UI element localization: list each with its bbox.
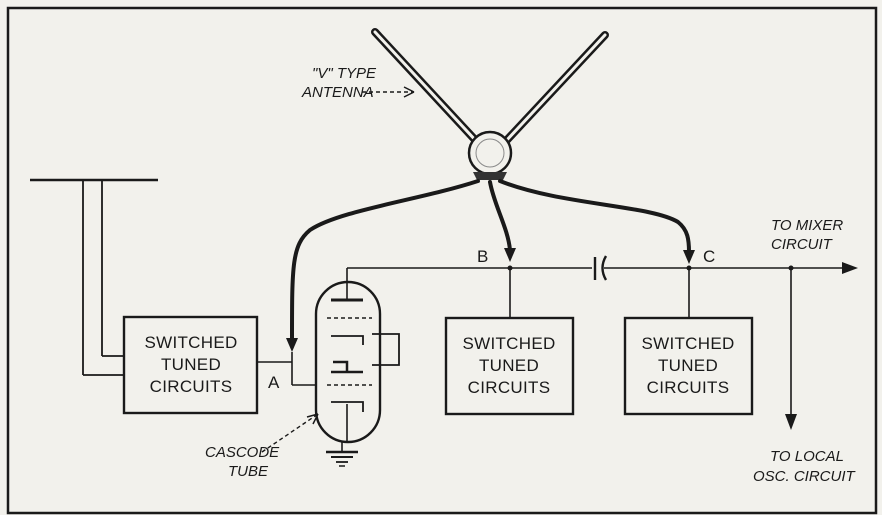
node-c-label: C: [703, 247, 715, 266]
box3-line3: CIRCUITS: [647, 378, 730, 397]
antenna-label-line2: ANTENNA: [301, 84, 374, 101]
local-osc-wire: [785, 268, 797, 430]
antenna-hub: [467, 130, 513, 176]
to-local-osc-line1: TO LOCAL: [770, 448, 844, 465]
box1-line1: SWITCHED: [144, 333, 237, 352]
box2-line1: SWITCHED: [462, 334, 555, 353]
node-b-label: B: [477, 247, 488, 266]
cascode-pointer: [261, 413, 319, 453]
antenna-base: [473, 172, 507, 180]
box1-line2: TUNED: [161, 355, 221, 374]
input-t-connector: [30, 178, 158, 376]
output-bus: [347, 255, 858, 281]
box2-line3: CIRCUITS: [468, 378, 551, 397]
antenna-label-line1: "V" TYPE: [312, 65, 377, 82]
to-mixer-line1: TO MIXER: [771, 217, 843, 234]
v-antenna: [371, 28, 609, 180]
tuned-circuits-box-3: SWITCHED TUNED CIRCUITS: [623, 316, 754, 416]
tuned-circuits-box-2: SWITCHED TUNED CIRCUITS: [444, 316, 575, 416]
ground-symbol: [326, 442, 358, 467]
box2-line2: TUNED: [479, 356, 539, 375]
node-a-label: A: [268, 373, 280, 392]
cascode-tube: [314, 268, 400, 444]
lead-in-wires: [286, 179, 695, 352]
cascode-label-line2: TUBE: [228, 463, 269, 480]
diagram-border: [6, 6, 878, 515]
box3-line1: SWITCHED: [641, 334, 734, 353]
tuned-circuits-box-1: SWITCHED TUNED CIRCUITS: [122, 315, 259, 415]
cascode-label-line1: CASCODE: [205, 444, 280, 461]
box3-line2: TUNED: [658, 356, 718, 375]
to-local-osc-line2: OSC. CIRCUIT: [753, 468, 857, 485]
to-mixer-line2: CIRCUIT: [771, 236, 834, 253]
box1-line3: CIRCUITS: [150, 377, 233, 396]
